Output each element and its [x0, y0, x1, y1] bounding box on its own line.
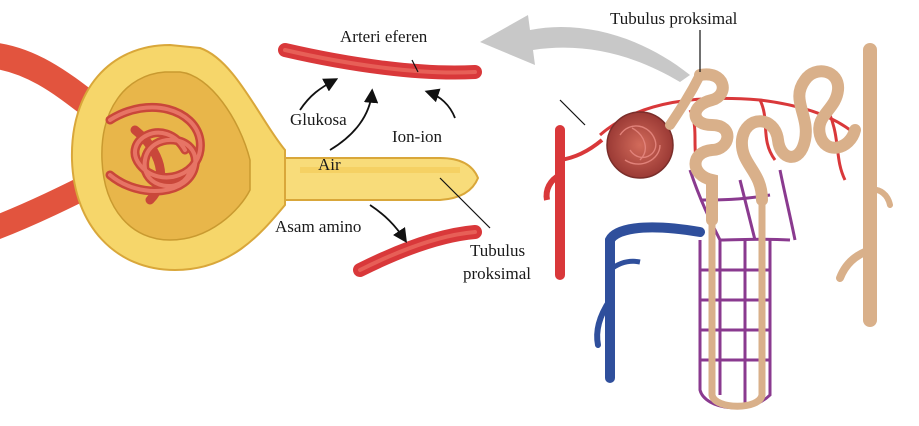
- arrow-asam-amino: [369, 204, 407, 243]
- capsule-closeup: [0, 43, 491, 277]
- label-ion-ion: Ion-ion: [392, 127, 443, 146]
- label-air: Air: [318, 155, 341, 174]
- arrow-air: [329, 88, 379, 151]
- label-asam-amino: Asam amino: [275, 217, 361, 236]
- label-tubulus-proksimal-right: Tubulus proksimal: [610, 9, 738, 28]
- label-glukosa: Glukosa: [290, 110, 347, 129]
- label-tubulus-line1: Tubulus: [470, 241, 525, 260]
- callout-arrow: [480, 15, 690, 82]
- arrow-glukosa: [299, 78, 339, 111]
- glomerulus-right: [606, 111, 674, 179]
- label-tubulus-line2: proksimal: [463, 264, 531, 283]
- label-arteri-eferen: Arteri eferen: [340, 27, 428, 46]
- nephron-overview: [543, 30, 893, 410]
- arrow-ion-ion: [424, 88, 456, 119]
